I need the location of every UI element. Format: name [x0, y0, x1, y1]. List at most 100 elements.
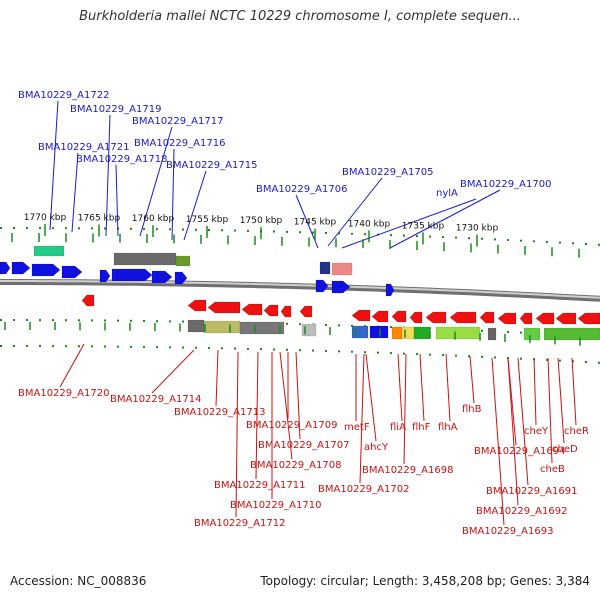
forward-gene: [331, 280, 351, 294]
outer-ring-dot: [273, 230, 275, 233]
inner-ring-dot: [39, 319, 41, 322]
map-title: Burkholderia mallei NCTC 10229 chromosom…: [79, 9, 521, 24]
gene-label-reverse: BMA10229_A1702: [318, 484, 409, 495]
outer-ring-dot: [494, 238, 496, 241]
feature-box: [413, 326, 431, 340]
inner-ring-dot: [26, 345, 28, 348]
reverse-gene: [81, 294, 95, 307]
outer-ring-dot: [351, 232, 353, 235]
inner-ring-dot: [572, 360, 574, 363]
gene-label-reverse: flhB: [462, 404, 482, 415]
gene-label-reverse: flhA: [438, 422, 458, 433]
gene-label-reverse: fliA: [390, 422, 406, 433]
gene-label-reverse: ahcY: [364, 442, 389, 453]
inner-ring-dot: [65, 319, 67, 322]
outer-ring-dot: [364, 233, 366, 236]
inner-ring-dot: [299, 323, 301, 326]
callout-line: [359, 353, 365, 484]
inner-ring-dot: [481, 355, 483, 358]
scale-tick-label: 1730 kbp: [456, 224, 499, 234]
inner-ring-dot: [325, 323, 327, 326]
outer-ring-dot: [559, 241, 561, 244]
scale-tick-label: 1770 kbp: [24, 213, 67, 223]
outer-ring-dot: [416, 235, 418, 238]
reverse-gene: [519, 312, 533, 325]
gene-label-forward: BMA10229_A1721: [38, 142, 129, 153]
outer-ring-dot: [468, 237, 470, 240]
outer-ring-dot: [598, 243, 600, 246]
callout-line: [445, 353, 451, 422]
inner-ring-dot: [507, 331, 509, 334]
callout-line: [105, 114, 111, 237]
inner-ring-dot: [338, 350, 340, 353]
inner-ring-dot: [390, 326, 392, 329]
inner-ring-dot: [182, 320, 184, 323]
gene-label-reverse: BMA10229_A1714: [110, 394, 201, 405]
inner-ring-dot: [208, 347, 210, 350]
gene-label-forward: BMA10229_A1722: [18, 90, 109, 101]
callout-line: [571, 357, 577, 426]
gene-label-reverse: BMA10229_A1693: [462, 526, 553, 537]
reverse-gene: [391, 310, 407, 323]
outer-ring-dot: [182, 228, 184, 231]
callout-layer: BMA10229_A1722BMA10229_A1719BMA10229_A17…: [18, 90, 589, 537]
scale-tick-label: 1740 kbp: [348, 219, 391, 229]
inner-ring-dot: [598, 361, 600, 364]
forward-gene: [11, 261, 31, 275]
reverse-gene: [207, 301, 241, 314]
inner-ring-dot: [247, 347, 249, 350]
outer-ring-dot: [325, 231, 327, 234]
callout-line: [59, 343, 85, 388]
outer-ring-dot: [429, 235, 431, 238]
inner-ring-dot: [221, 347, 223, 350]
gene-label-reverse: BMA10229_A1708: [250, 460, 341, 471]
gene-label-forward: BMA10229_A1719: [70, 104, 161, 115]
feature-box: [203, 320, 241, 334]
feature-layer: [0, 245, 600, 341]
feature-box: [33, 245, 65, 257]
inner-ring-dot: [312, 349, 314, 352]
outer-ring-dot: [221, 229, 223, 232]
callout-line: [71, 152, 79, 233]
feature-box: [113, 252, 177, 266]
feature-box: [523, 327, 541, 341]
callout-line: [365, 353, 377, 442]
gene-label-reverse: cheR: [564, 426, 589, 437]
forward-gene: [0, 261, 11, 275]
outer-ring-dot: [91, 227, 93, 230]
forward-gene: [111, 268, 153, 282]
inner-ring-dot: [156, 320, 158, 323]
outer-ring-dot: [26, 227, 28, 230]
feature-box: [239, 321, 285, 335]
gene-label-forward: BMA10229_A1716: [134, 138, 225, 149]
gene-label-reverse: flhF: [412, 422, 431, 433]
inner-ring-dot: [91, 319, 93, 322]
feature-box: [391, 326, 403, 340]
outer-ring-dot: [234, 229, 236, 232]
gene-label-forward: nylA: [436, 188, 458, 199]
outer-ring-dot: [533, 240, 535, 243]
outer-ring-dot: [338, 232, 340, 235]
inner-ring-dot: [104, 319, 106, 322]
inner-ring-dot: [156, 346, 158, 349]
gene-label-reverse: BMA10229_A1710: [230, 500, 321, 511]
inner-ring-dot: [299, 349, 301, 352]
inner-ring-dot: [585, 360, 587, 363]
gene-label-forward: BMA10229_A1705: [342, 167, 433, 178]
outer-ring-dot: [195, 228, 197, 231]
inner-ring-dot: [442, 354, 444, 357]
callout-line: [115, 164, 119, 237]
outer-ring-dot: [156, 228, 158, 231]
reverse-gene: [280, 305, 292, 318]
inner-ring-dot: [65, 345, 67, 348]
inner-ring-dot: [130, 345, 132, 348]
inner-ring-dot: [325, 349, 327, 352]
reverse-gene: [449, 311, 477, 324]
outer-ring-dot: [481, 237, 483, 240]
inner-ring-dot: [338, 324, 340, 327]
outer-ring-dot: [546, 240, 548, 243]
inner-ring-dot: [260, 348, 262, 351]
inner-ring-dot: [364, 351, 366, 354]
gene-label-reverse: BMA10229_A1694: [474, 446, 565, 457]
